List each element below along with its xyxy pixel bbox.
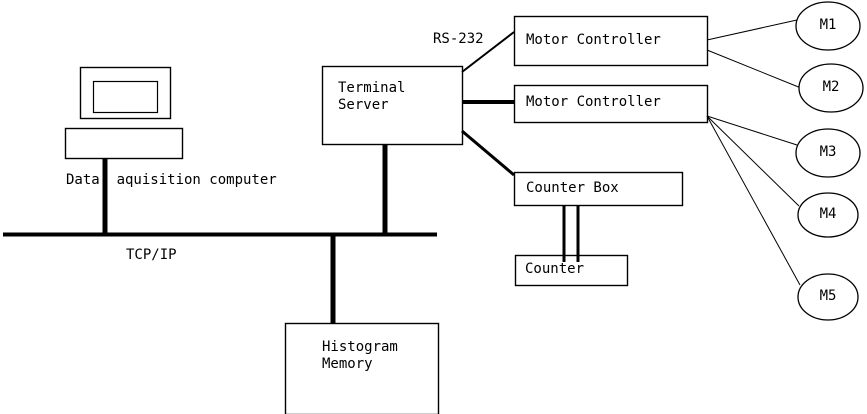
motor-controller-2-label: Motor Controller	[526, 94, 661, 110]
counter-box-box	[513, 171, 684, 207]
motor-controller-2-to-m3-link	[706, 115, 798, 146]
motor-controller-2-box	[513, 84, 709, 124]
counter-label: Counter	[525, 261, 585, 277]
monitor-screen	[92, 80, 159, 114]
motor-m5-label: M5	[819, 288, 837, 304]
motor-m2-label: M2	[822, 79, 840, 95]
motor-controller-1-box	[513, 15, 709, 67]
motor-m5-ellipse	[797, 273, 859, 321]
motor-m4-label: M4	[819, 206, 837, 222]
motor-m4-ellipse	[797, 192, 859, 238]
histogram-memory-label: Histogram Memory	[322, 339, 398, 372]
terminal-server-to-counter-box-link	[461, 129, 515, 177]
computer-chassis	[64, 127, 184, 160]
monitor-outline	[79, 66, 172, 120]
motor-m3-ellipse	[795, 128, 861, 178]
terminal-server-box	[321, 65, 464, 146]
motor-controller-2-to-m4-link	[706, 115, 800, 207]
motor-controller-2-to-m5-link	[706, 115, 801, 286]
motor-m1-label: M1	[819, 17, 837, 33]
tcpip-bus-label: TCP/IP	[126, 247, 177, 263]
motor-m3-label: M3	[819, 144, 837, 160]
motor-controller-1-to-m2-link	[706, 49, 802, 89]
workstation-label: Data aquisition computer	[66, 172, 277, 188]
terminal-server-to-motor-controller-1-link	[461, 31, 515, 73]
motor-m1-ellipse	[795, 1, 861, 51]
counter-box-label: Counter Box	[526, 180, 619, 196]
terminal-server-to-motor-controller-1-label: RS-232	[433, 31, 484, 47]
counter-box	[514, 254, 629, 287]
histogram-memory-box	[284, 322, 440, 414]
terminal-server-label: Terminal Server	[338, 80, 406, 113]
motor-controller-1-label: Motor Controller	[526, 32, 661, 48]
motor-m2-ellipse	[798, 63, 864, 113]
motor-controller-1-to-m1-link	[706, 19, 798, 41]
